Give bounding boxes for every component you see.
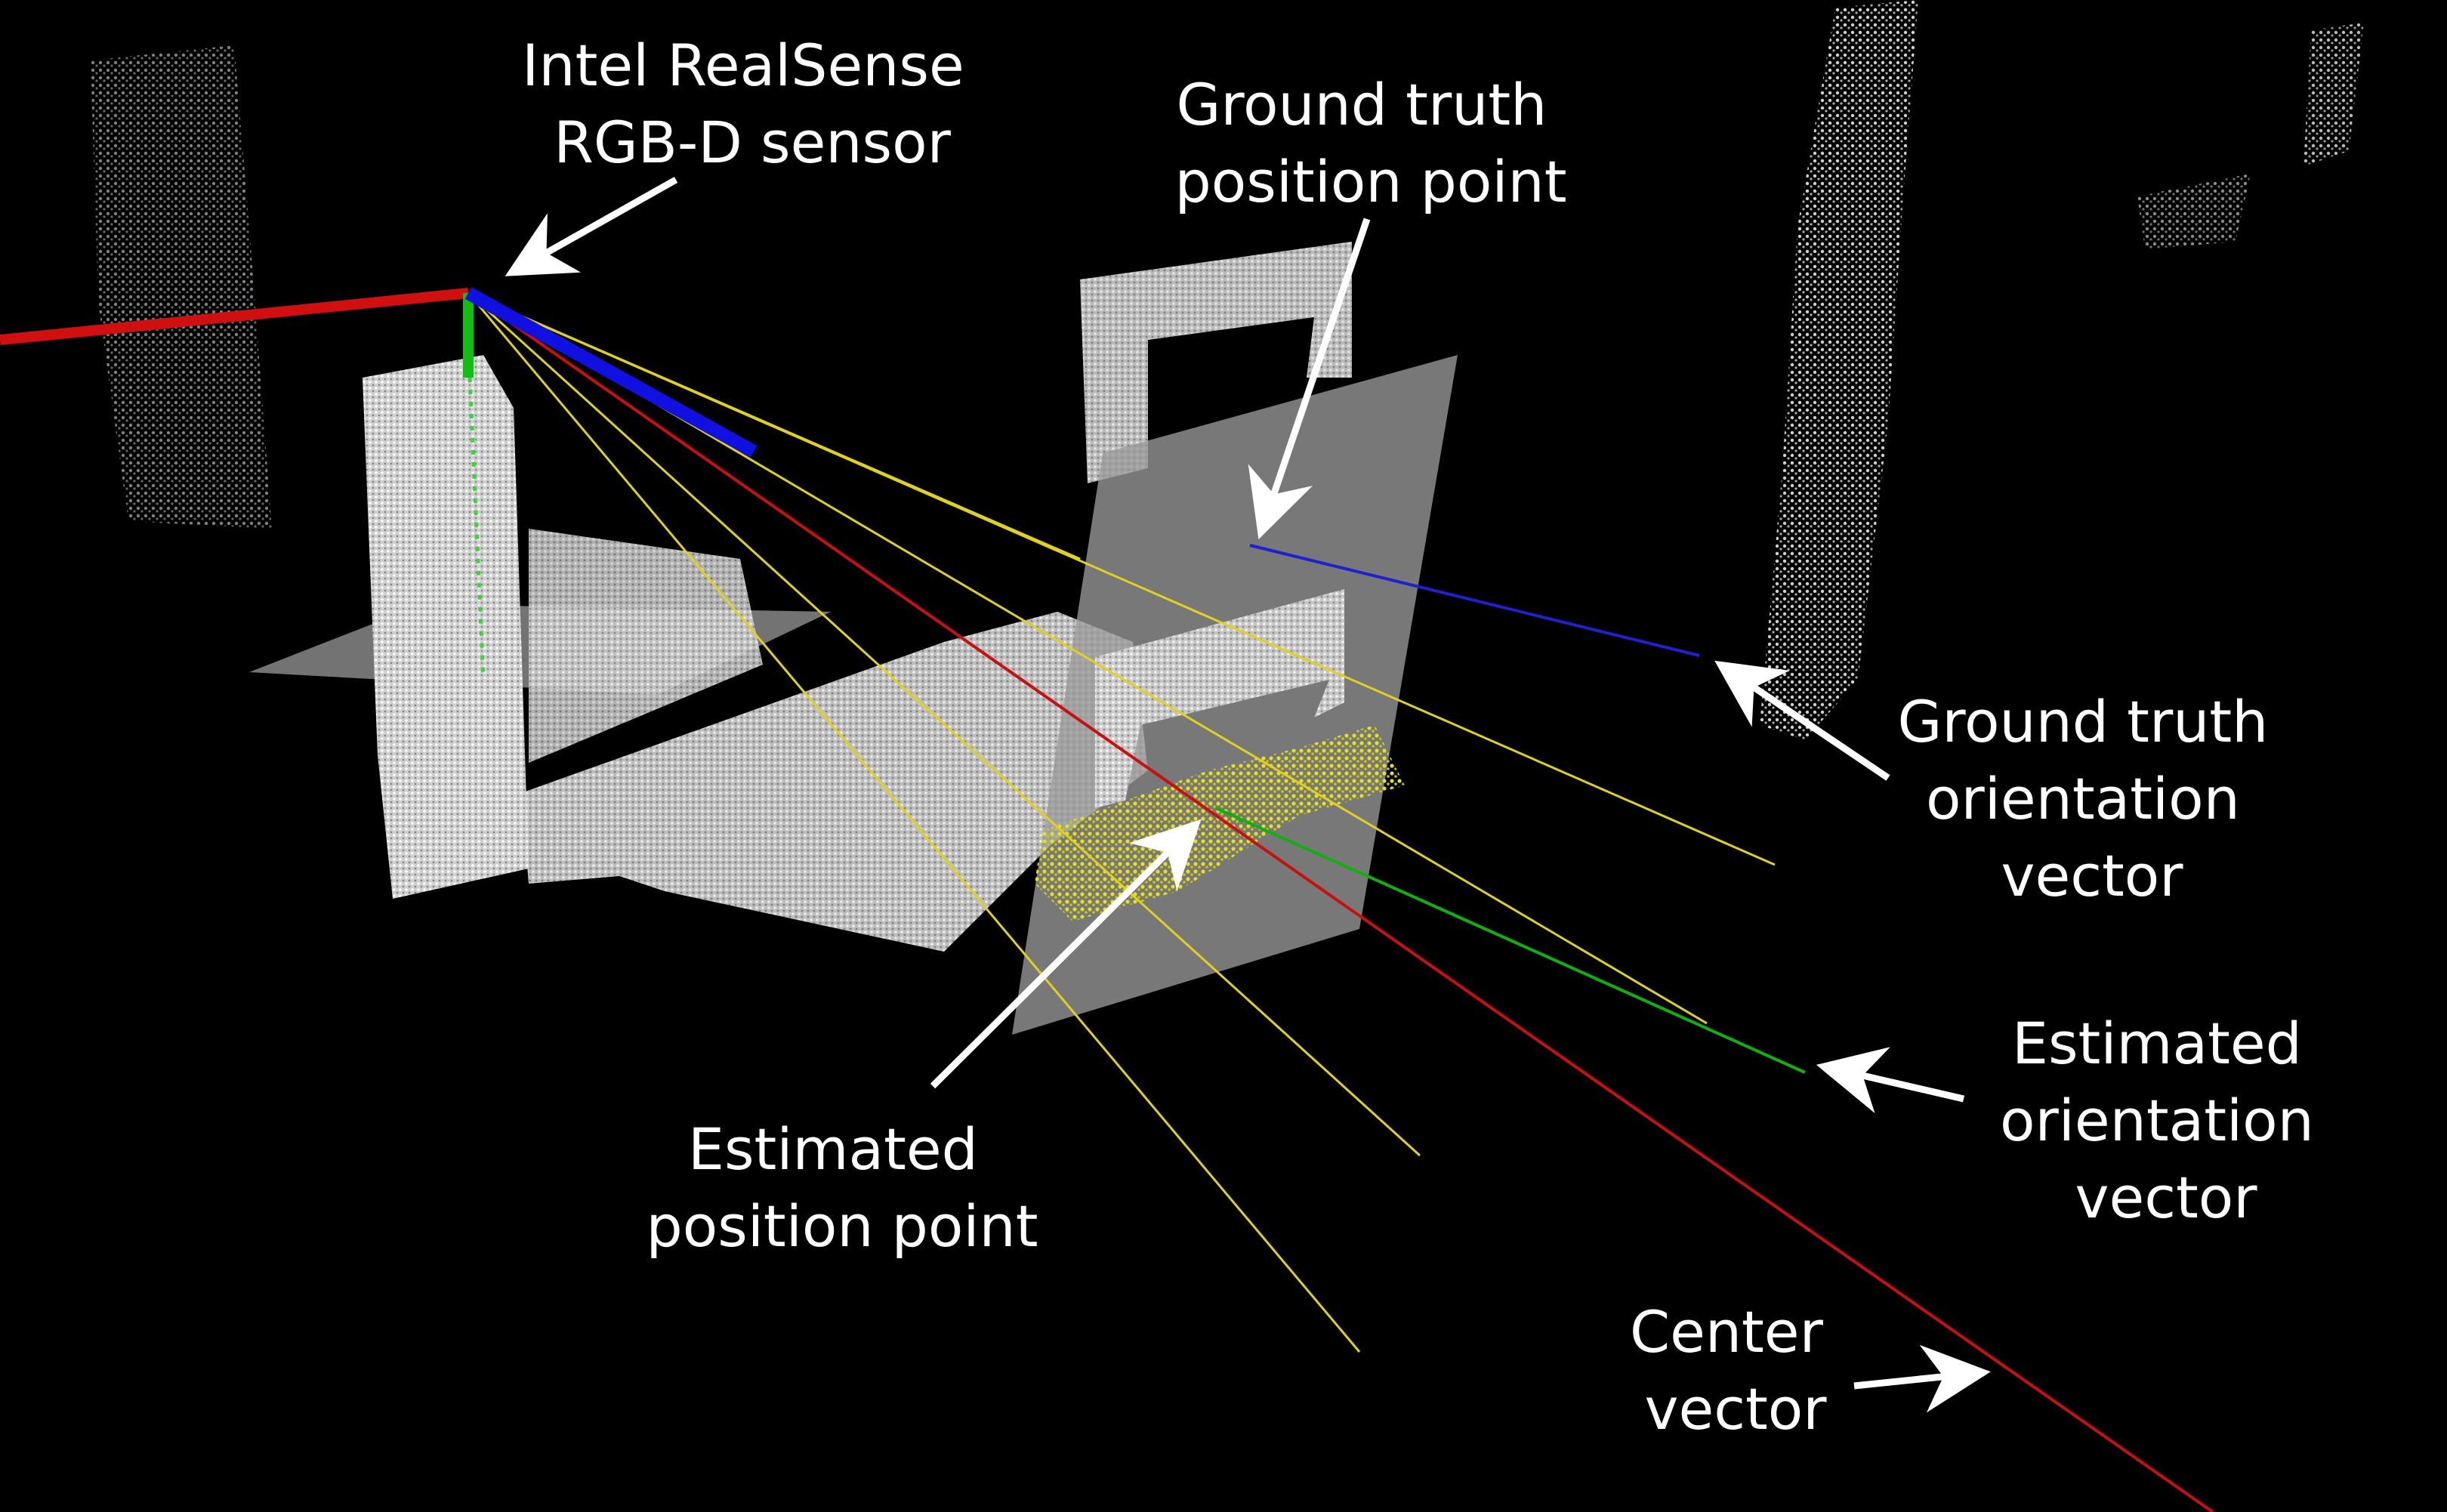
sensor-axes bbox=[0, 287, 758, 680]
arrow-center bbox=[1853, 1344, 1991, 1413]
floor-point-cloud bbox=[521, 612, 1148, 952]
foreground-wall-inner bbox=[529, 529, 763, 763]
background-fragment bbox=[2137, 174, 2251, 249]
estimated-position-label: Estimated position point bbox=[646, 1115, 1038, 1260]
arrow-sensor bbox=[505, 177, 678, 276]
center-vector bbox=[467, 292, 2214, 1512]
axis-y-dashed bbox=[467, 377, 486, 680]
estimated-orientation-label: Estimated orientation vector bbox=[2000, 1010, 2332, 1231]
axis-z bbox=[464, 287, 758, 458]
arrow-ground-truth-orientation bbox=[1714, 660, 1890, 781]
axis-x bbox=[0, 288, 469, 345]
estimated-orientation-vector bbox=[1215, 807, 1806, 1074]
arrow-ground-truth-position bbox=[1248, 218, 1371, 540]
target-frame-cloud bbox=[1080, 242, 1352, 483]
background-wall-left bbox=[91, 45, 272, 529]
ground-truth-orientation-vector bbox=[1249, 544, 1700, 657]
sensor-label: Intel RealSense RGB-D sensor bbox=[522, 32, 983, 176]
foreground-wall-cloud bbox=[363, 355, 529, 899]
annotation-arrows bbox=[505, 177, 1991, 1413]
background-pillar-far-right bbox=[2304, 23, 2364, 166]
target-surface-cloud bbox=[1095, 589, 1344, 808]
background-pillar-right bbox=[1760, 0, 1918, 740]
detected-target-cloud bbox=[1035, 725, 1405, 921]
arrow-estimated-orientation bbox=[1816, 1047, 1965, 1114]
center-vector-label: Center vector bbox=[1630, 1298, 1841, 1443]
arrow-estimated-position bbox=[930, 819, 1202, 1089]
ground-truth-position-label: Ground truth position point bbox=[1174, 71, 1566, 215]
ground-truth-orientation-label: Ground truth orientation vector bbox=[1897, 688, 2286, 909]
